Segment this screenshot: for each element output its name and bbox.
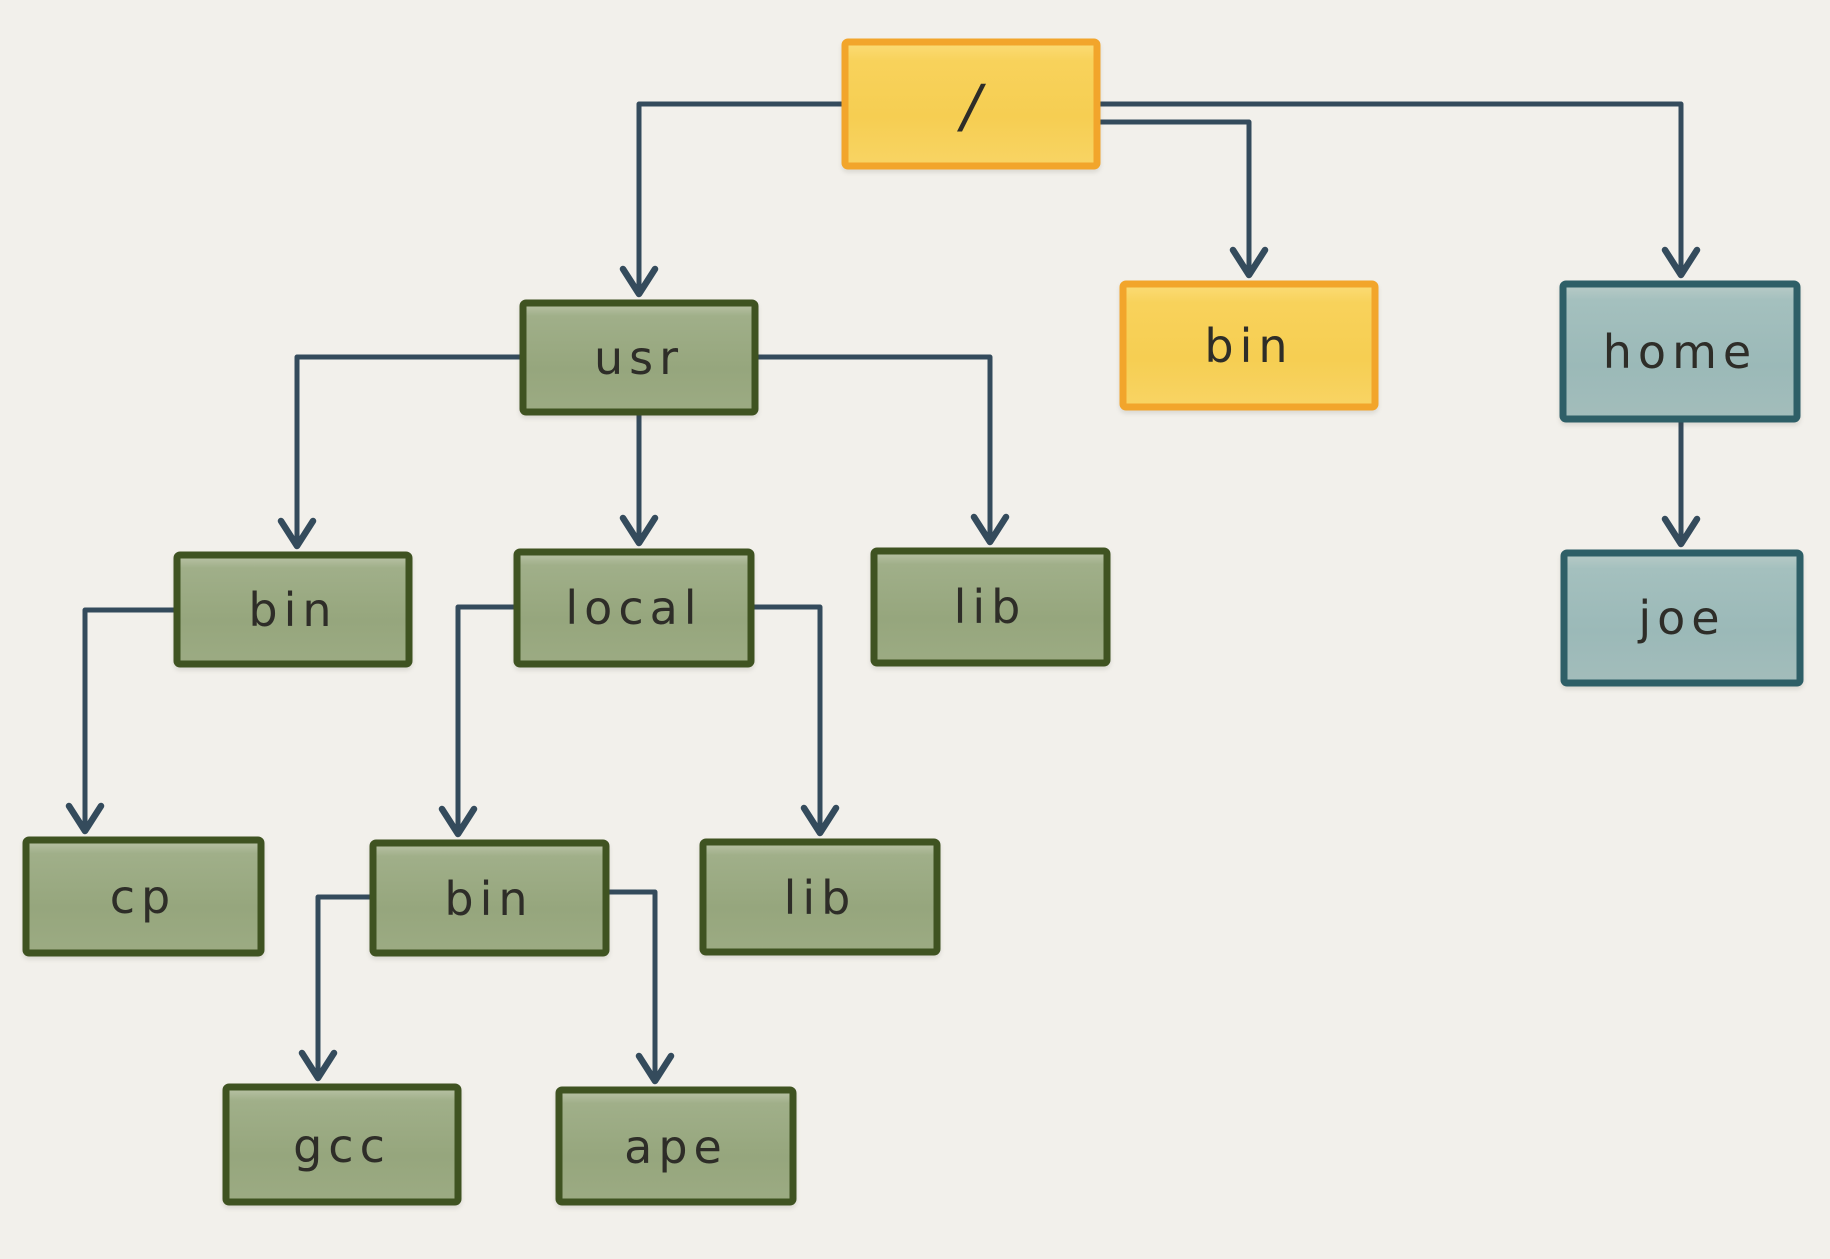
node-gcc-box <box>222 1083 462 1206</box>
node-cp: cp <box>22 836 265 957</box>
node-usr-local-label: local <box>565 581 702 635</box>
node-ape: ape <box>555 1086 797 1206</box>
node-gcc: gcc <box>222 1083 462 1206</box>
edge-usr-bin <box>277 354 526 550</box>
node-usr-bin-box <box>173 551 413 668</box>
node-root-label: / <box>956 72 987 140</box>
edge-local-lib <box>748 604 840 837</box>
node-home-box <box>1559 280 1801 423</box>
edge-local-bin <box>438 604 520 838</box>
node-local-bin: bin <box>369 839 610 957</box>
node-root: / <box>841 38 1101 170</box>
node-usr-lib-label: lib <box>954 580 1027 634</box>
node-joe-box <box>1560 549 1804 687</box>
node-usr-bin-label: bin <box>248 583 337 637</box>
node-ape-box <box>555 1086 797 1206</box>
edge-localbin-gcc <box>298 894 376 1082</box>
edges-layer <box>65 101 1701 1085</box>
node-home-label: home <box>1603 325 1757 379</box>
node-joe: joe <box>1560 549 1804 687</box>
node-usr-box <box>519 299 759 416</box>
node-local-bin-box <box>369 839 610 957</box>
node-local-lib-label: lib <box>784 871 857 925</box>
node-ape-label: ape <box>624 1120 728 1174</box>
node-cp-label: cp <box>110 870 177 924</box>
node-usr: usr <box>519 299 759 416</box>
nodes-layer: / usr bin home bin <box>22 38 1804 1206</box>
node-usr-lib: lib <box>870 547 1111 667</box>
node-local-bin-label: bin <box>444 872 533 926</box>
node-usr-local-box <box>513 548 755 668</box>
node-usr-bin: bin <box>173 551 413 668</box>
edge-root-home <box>1094 101 1701 279</box>
node-local-lib-box <box>699 838 941 956</box>
edge-usrbin-cp <box>65 607 180 835</box>
edge-usr-lib <box>752 354 1010 546</box>
node-gcc-label: gcc <box>293 1119 391 1173</box>
node-usr-local: local <box>513 548 755 668</box>
node-bin-root: bin <box>1119 280 1379 411</box>
edge-root-bin <box>1094 119 1269 279</box>
node-joe-label: joe <box>1637 591 1725 645</box>
node-bin-root-box <box>1119 280 1379 411</box>
node-usr-lib-box <box>870 547 1111 667</box>
node-usr-label: usr <box>594 331 684 385</box>
node-cp-box <box>22 836 265 957</box>
node-home: home <box>1559 280 1801 423</box>
node-bin-root-label: bin <box>1204 319 1293 373</box>
edge-localbin-ape <box>603 889 675 1085</box>
node-local-lib: lib <box>699 838 941 956</box>
edge-root-usr <box>619 101 848 298</box>
node-root-box <box>841 38 1101 170</box>
